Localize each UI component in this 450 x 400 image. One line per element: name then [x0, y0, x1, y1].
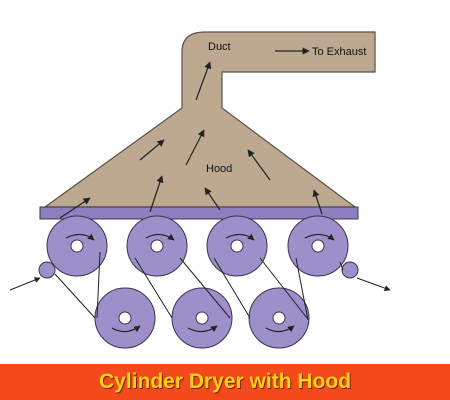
center-hole: [272, 311, 286, 325]
to-exhaust-label: To Exhaust: [312, 46, 366, 58]
curved-arrow-icon: [304, 233, 335, 241]
caption-text: Cylinder Dryer with Hood: [98, 370, 352, 393]
center-hole: [118, 311, 132, 325]
curved-arrow-icon: [265, 325, 295, 333]
web-drop: [339, 261, 344, 271]
center-hole: [150, 239, 164, 253]
guide-roller-left: [38, 261, 56, 279]
web-drop: [179, 257, 231, 319]
diagram-canvas: Duct To Exhaust Hood: [9, 31, 391, 349]
top-cylinders: [46, 215, 349, 277]
curved-arrow-icon: [187, 325, 218, 333]
arrow-icon: [195, 61, 212, 101]
curved-arrow-icon: [111, 325, 141, 333]
arrow-icon: [185, 129, 205, 166]
arrow-icon: [149, 175, 164, 213]
caption-bar: Cylinder Dryer with Hood: [0, 364, 450, 400]
curved-arrow-icon: [65, 233, 95, 241]
web-drop: [259, 257, 308, 319]
curved-arrow-icon: [145, 233, 175, 241]
guide-roller-right: [341, 261, 359, 279]
arrow-icon: [247, 149, 271, 181]
hood-base-plate: [39, 206, 359, 220]
arrow-icon: [139, 139, 165, 161]
center-hole: [311, 239, 325, 253]
bottom-cylinders: [94, 287, 310, 349]
airflow-arrows: [59, 47, 323, 219]
web-path: [9, 251, 391, 321]
hood-label: Hood: [206, 163, 232, 175]
duct-label: Duct: [208, 41, 231, 53]
center-hole: [70, 239, 84, 253]
center-hole: [230, 239, 244, 253]
curved-arrow-icon: [225, 233, 255, 241]
web-drop: [295, 257, 309, 321]
web-out: [356, 277, 391, 291]
center-hole: [195, 311, 209, 325]
rotation-arrows: [65, 233, 335, 333]
arrow-icon: [204, 187, 221, 211]
arrow-icon: [59, 197, 91, 219]
hood-body: [43, 31, 376, 208]
arrow-icon: [312, 189, 323, 215]
web-in: [9, 277, 41, 291]
web-drop: [96, 251, 101, 319]
web-drop: [213, 257, 251, 319]
web-drop: [54, 273, 96, 319]
web-drop: [134, 257, 173, 319]
